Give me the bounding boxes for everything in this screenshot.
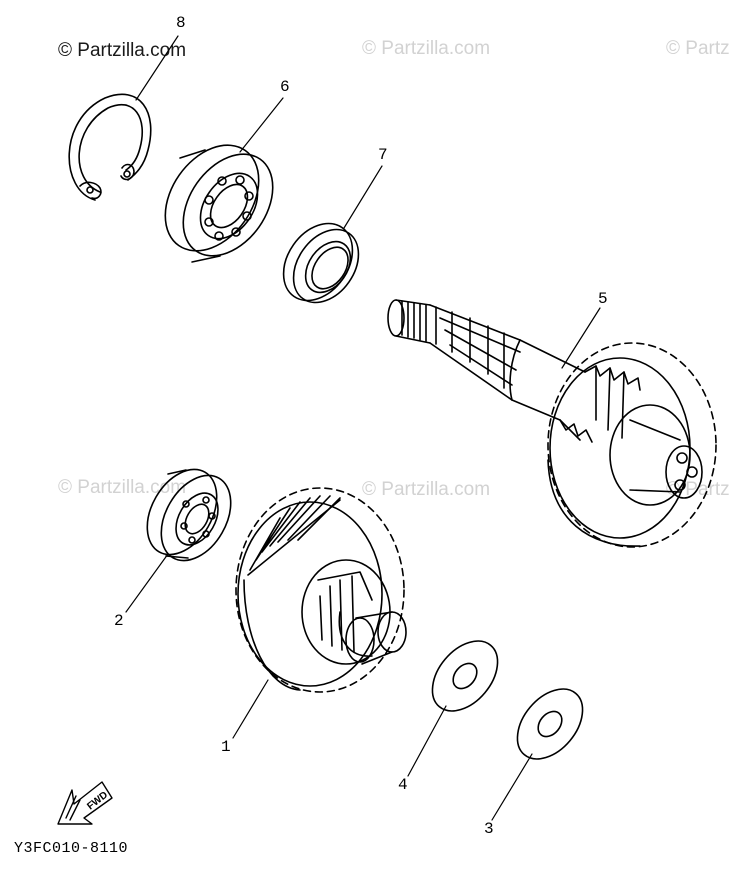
leader-lines: [125, 35, 601, 821]
bearing-part-6[interactable]: [146, 128, 291, 273]
watermark-mid-center: © Partzilla.com: [362, 479, 491, 500]
circlip-part-8[interactable]: [68, 93, 152, 201]
watermark-main: © Partzilla.com: [58, 40, 187, 61]
watermark-mid-left: © Partzilla.com: [58, 477, 187, 498]
callout-8: 8: [176, 14, 186, 32]
callout-3: 3: [484, 820, 494, 838]
callout-4: 4: [398, 776, 408, 794]
secondary-shaft-part-5[interactable]: [387, 299, 717, 548]
oil-seal-part-7[interactable]: [269, 210, 372, 314]
watermark-top-right: © Partz: [666, 38, 730, 59]
primary-gear-part-1[interactable]: [235, 487, 407, 693]
diagram-code: Y3FC010-8110: [14, 840, 129, 857]
callout-1: 1: [221, 738, 231, 756]
watermark-top-center: © Partzilla.com: [362, 38, 491, 59]
callout-2: 2: [114, 612, 124, 630]
forward-arrow-icon: FWD: [57, 781, 113, 825]
callout-5: 5: [598, 290, 608, 308]
washer-part-4[interactable]: [419, 629, 510, 724]
callout-7: 7: [378, 146, 388, 164]
bearing-part-2[interactable]: [133, 457, 245, 573]
callout-6: 6: [280, 78, 290, 96]
washer-part-3[interactable]: [504, 677, 595, 772]
